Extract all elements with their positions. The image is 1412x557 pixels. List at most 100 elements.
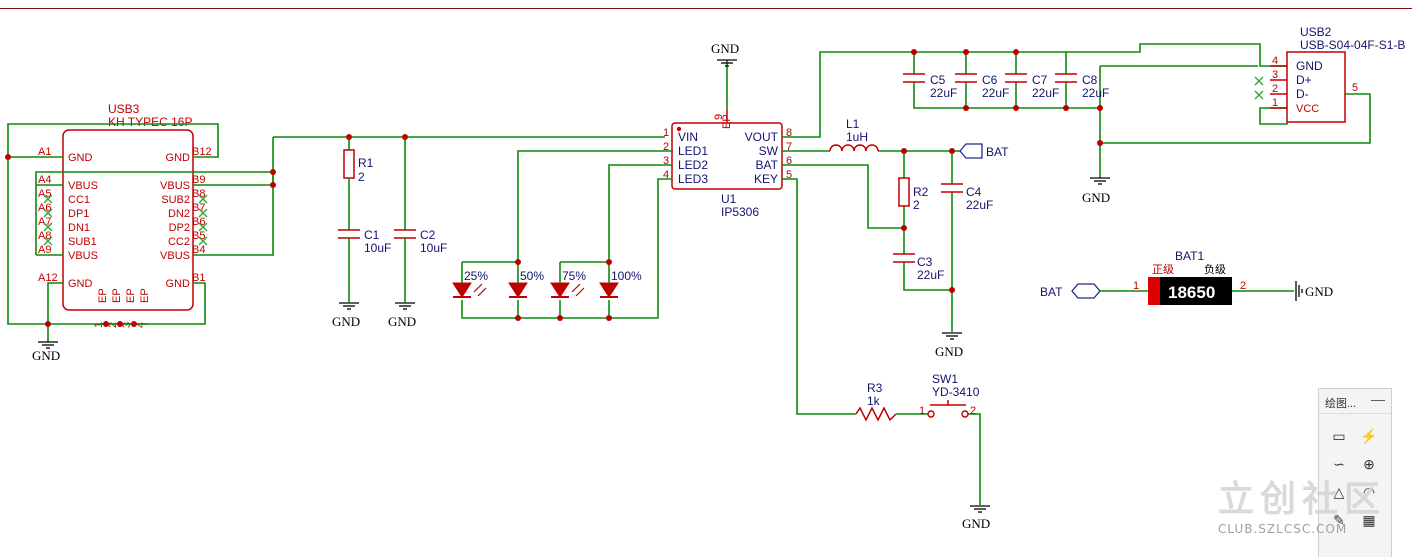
usb2-pin-name: D+ [1296, 73, 1312, 87]
led-label: 75% [562, 269, 586, 283]
c1-capacitor[interactable]: C1 10uF [338, 228, 391, 302]
svg-text:YD-3410: YD-3410 [932, 385, 980, 399]
usb3-pin-name: DN2 [168, 208, 190, 220]
usb3-pin-number: A4 [38, 174, 51, 186]
c3-capacitor[interactable]: C3 22uF [893, 253, 944, 282]
sw1-switch[interactable]: SW1 YD-3410 1 2 [919, 372, 980, 418]
usb3-ep-label: EP [111, 288, 123, 303]
svg-text:10uF: 10uF [420, 241, 447, 255]
svg-text:C2: C2 [420, 228, 436, 242]
junction [270, 182, 276, 188]
usb3-pin-number: B7 [192, 202, 205, 214]
u1-pin-name: LED1 [678, 144, 708, 158]
svg-text:R2: R2 [913, 185, 929, 199]
svg-text:18650: 18650 [1168, 283, 1215, 302]
svg-text:1: 1 [1133, 280, 1139, 292]
usb2-pin-number: 1 [1272, 97, 1278, 109]
usb3-pin-number: B5 [192, 230, 205, 242]
noconnect-mark [198, 194, 208, 204]
led-group[interactable]: 25% 50% 75% 100% [452, 262, 642, 298]
led-diode[interactable]: 75% [550, 269, 586, 298]
usb3-pin-name: VBUS [68, 250, 98, 262]
usb2-pin-name: GND [1296, 59, 1323, 73]
svg-text:正级: 正级 [1152, 263, 1174, 276]
bat1-battery[interactable]: BAT 1 18650 BAT1 正级 负级 2 GND [1040, 249, 1333, 305]
line-tool-icon[interactable]: ⚡ [1360, 428, 1378, 444]
svg-text:R1: R1 [358, 156, 374, 170]
svg-text:EP: EP [721, 114, 733, 129]
polygon-tool-icon[interactable]: △ [1333, 484, 1345, 500]
u1-pin-name: KEY [754, 172, 778, 186]
usb3-ep-label: EP [139, 288, 151, 303]
led-diode[interactable]: 100% [599, 269, 642, 298]
cap-value: 22uF [982, 86, 1009, 100]
svg-text:GND: GND [388, 314, 416, 329]
svg-text:负级: 负级 [1204, 262, 1226, 276]
pen-tool-icon[interactable]: ✎ [1333, 512, 1345, 528]
usb2-pin-number: 2 [1272, 83, 1278, 95]
c4-capacitor[interactable]: C4 22uF [941, 183, 993, 212]
junction [557, 315, 563, 321]
rectangle-tool-icon[interactable]: ▭ [1332, 428, 1346, 444]
usb3-pin-name: SUB1 [68, 236, 97, 248]
usb3-pin-number: B1 [192, 272, 205, 284]
c2-capacitor[interactable]: C2 10uF [394, 137, 447, 302]
led-diode[interactable]: 50% [508, 269, 544, 298]
svg-text:USB2: USB2 [1300, 25, 1332, 39]
svg-text:U1: U1 [721, 192, 737, 206]
bat-net-label[interactable]: BAT [959, 143, 1009, 159]
usb3-pin-number: B9 [192, 174, 205, 186]
usb3-pin-number: B8 [192, 188, 205, 200]
curve-tool-icon[interactable]: ∽ [1333, 456, 1345, 472]
led-wires [461, 150, 672, 319]
led-diode[interactable]: 25% [452, 269, 488, 298]
usb3-pin-number: A6 [38, 202, 51, 214]
r2-resistor[interactable]: R2 2 [898, 177, 929, 212]
junction [402, 134, 408, 140]
u1-pin-name: SW [759, 144, 779, 158]
svg-text:GND: GND [1305, 284, 1333, 299]
usb3-pin-name: CC2 [168, 236, 190, 248]
usb3-pin-name: VBUS [160, 250, 190, 262]
l1-inductor[interactable]: L1 1uH [829, 117, 879, 152]
noconnect-mark [43, 208, 53, 218]
junction [606, 259, 612, 265]
usb3-pin-name: GND [68, 278, 93, 290]
svg-text:L1: L1 [846, 117, 860, 131]
usb3-pin-number: A5 [38, 188, 51, 200]
drawing-tool-panel[interactable]: 绘图... — ▭ ⚡ ∽ ⊕ △ ◠ ✎ ▦ [1318, 388, 1392, 557]
arc-tool-icon[interactable]: ◠ [1362, 484, 1376, 500]
svg-text:C4: C4 [966, 185, 982, 199]
noconnect-mark [43, 194, 53, 204]
svg-text:2: 2 [970, 405, 976, 417]
gnd-symbol-usb3: GND [32, 340, 60, 363]
usb3-pin-number: B6 [192, 216, 205, 228]
r3-resistor[interactable]: R3 1k [855, 381, 897, 422]
junction [606, 315, 612, 321]
cap-ref: C8 [1082, 73, 1098, 87]
svg-text:GND: GND [711, 41, 739, 56]
svg-text:IP5306: IP5306 [721, 205, 759, 219]
svg-text:GND: GND [962, 516, 990, 531]
image-tool-icon[interactable]: ▦ [1362, 512, 1376, 528]
led-label: 25% [464, 269, 488, 283]
svg-text:1k: 1k [867, 394, 881, 408]
r1-resistor[interactable]: R1 2 [343, 137, 374, 230]
usb3-pin-number: A9 [38, 244, 51, 256]
circle-tool-icon[interactable]: ⊕ [1363, 456, 1375, 472]
led-label: 50% [520, 269, 544, 283]
watermark: 立创社区 CLUB.SZLCSC.COM [1218, 470, 1386, 536]
usb3-pin-name: DP1 [68, 208, 89, 220]
usb2-pin-number: 4 [1272, 55, 1278, 67]
minimize-button[interactable]: — [1371, 391, 1385, 407]
